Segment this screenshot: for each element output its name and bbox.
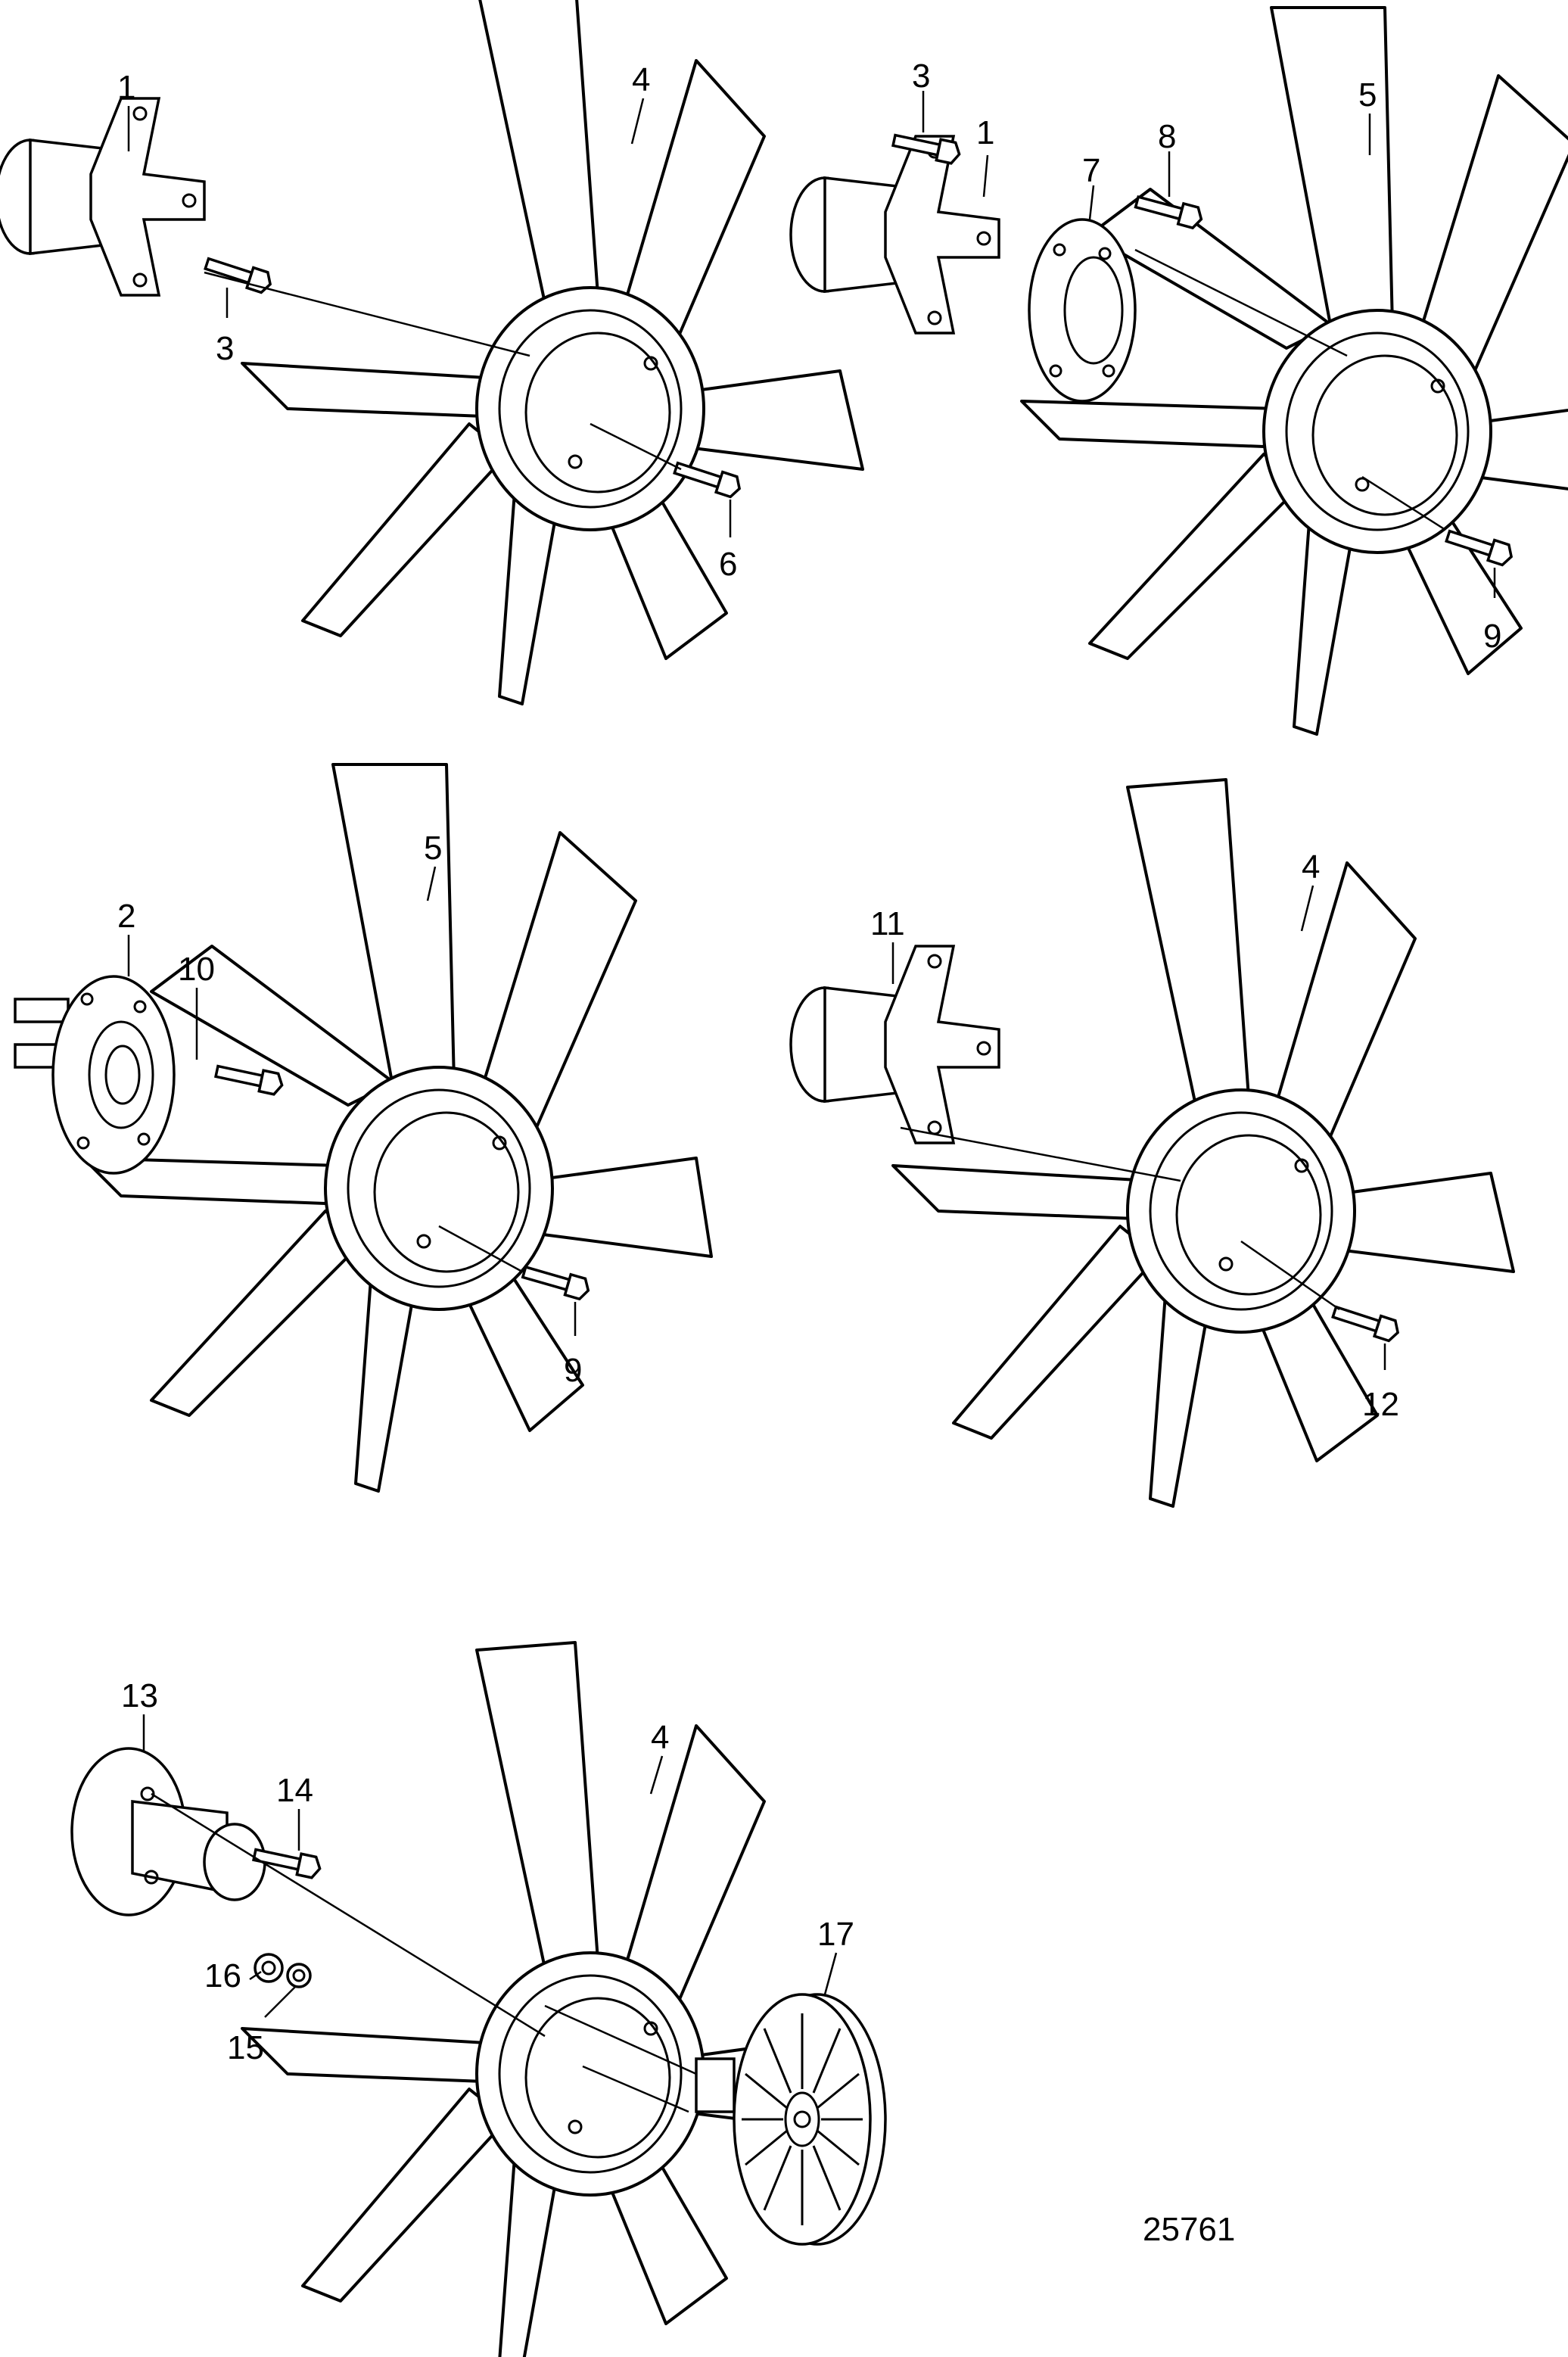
callout-label: 14 — [276, 1772, 313, 1809]
callout-label: 9 — [1483, 618, 1501, 655]
callout-label: 9 — [564, 1352, 582, 1389]
callout-label: 17 — [817, 1916, 854, 1953]
callout-label: 3 — [216, 330, 234, 367]
callout-label: 12 — [1362, 1386, 1399, 1423]
fan-clutch — [695, 1993, 887, 2246]
callout-label: 1 — [976, 114, 994, 151]
callout-label: 5 — [1358, 76, 1377, 114]
cooling-fins — [742, 2013, 863, 2225]
callout-label: 4 — [632, 61, 650, 98]
fan-six-blade — [241, 1641, 864, 2357]
callout-label: 4 — [1302, 848, 1320, 886]
assembly-d: 11 4 12 — [789, 778, 1515, 1508]
callout-label: 5 — [424, 830, 442, 867]
callout-label: 1 — [117, 69, 135, 106]
callout-label: 2 — [117, 898, 135, 935]
cross-hub-adaptor — [789, 945, 1000, 1144]
callout-label: 6 — [719, 546, 737, 583]
callout-label: 15 — [227, 2029, 264, 2066]
callout-label: 11 — [870, 905, 905, 942]
drive-flange — [14, 975, 176, 1175]
fan-six-blade — [241, 0, 864, 705]
callout-label: 13 — [121, 1677, 158, 1714]
viscous-hub — [70, 1747, 266, 1916]
fan-seven-blade — [82, 763, 713, 1493]
fan-six-blade — [891, 778, 1515, 1508]
hex-bolt — [520, 1260, 593, 1303]
callout-label: 10 — [178, 951, 215, 988]
assembly-c: 2 10 5 9 — [14, 763, 713, 1493]
assembly-e: 13 14 4 16 15 17 — [70, 1641, 887, 2357]
callout-label: 16 — [204, 1957, 241, 1994]
callout-label: 3 — [912, 58, 930, 95]
callout-label: 8 — [1158, 118, 1176, 155]
spacer-flange — [1028, 218, 1137, 403]
callout-label: 7 — [1082, 152, 1100, 189]
nut — [254, 1953, 284, 1983]
figure-number: 25761 — [1143, 2211, 1235, 2248]
hex-bolt — [213, 1060, 286, 1098]
cross-hub-adaptor — [0, 97, 206, 297]
callout-label: 4 — [651, 1719, 669, 1756]
assembly-b: 3 1 7 8 5 9 — [789, 6, 1568, 736]
washer — [286, 1963, 312, 1988]
hex-bolt — [1330, 1300, 1403, 1344]
cross-hub-adaptor — [789, 135, 1000, 335]
assembly-a: 1 3 4 6 — [0, 0, 864, 705]
